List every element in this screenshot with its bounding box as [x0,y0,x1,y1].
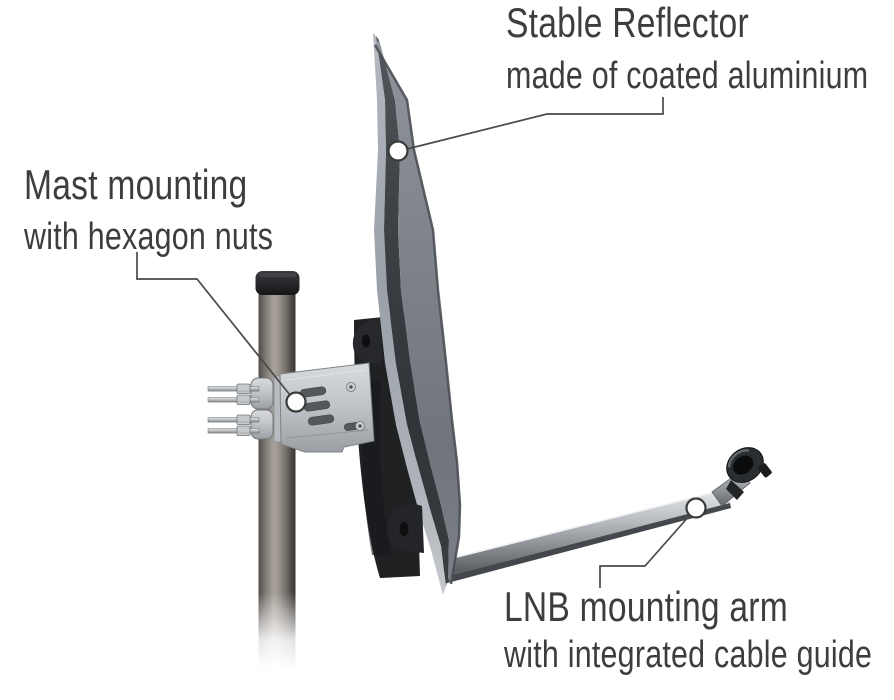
mast-pole [250,271,306,687]
mast-callout-marker [285,391,307,413]
reflector-dark-band [376,36,449,586]
mast-label-title: Mast mounting [24,161,248,208]
mast-leader-line [136,252,291,396]
reflector-label-title: Stable Reflector [506,0,749,46]
reflector-callout-marker [387,140,409,162]
stable-reflector [373,33,462,595]
reflector-front-rim [373,33,446,595]
hexagon-nuts-and-bolts [207,383,260,437]
dish-lower-lug [386,504,424,553]
lnb-callout-marker [685,497,707,519]
lower-clamp [250,409,274,440]
mast-label-subtitle: with hexagon nuts [24,216,274,258]
reflector-leader-line [406,97,664,150]
lnb-label-subtitle: with integrated cable guide [504,634,873,676]
leader-lines [136,97,691,588]
lnb-holder [726,447,772,483]
reflector-back-surface [375,40,460,584]
lnb-label-title: LNB mounting arm [504,583,788,630]
upper-clamp [250,377,274,410]
mast-mounting-bracket [207,362,375,453]
lnb-mounting-arm [440,447,772,583]
reflector-label-subtitle: made of coated aluminium [506,55,869,97]
lnb-leader-line [599,514,691,588]
